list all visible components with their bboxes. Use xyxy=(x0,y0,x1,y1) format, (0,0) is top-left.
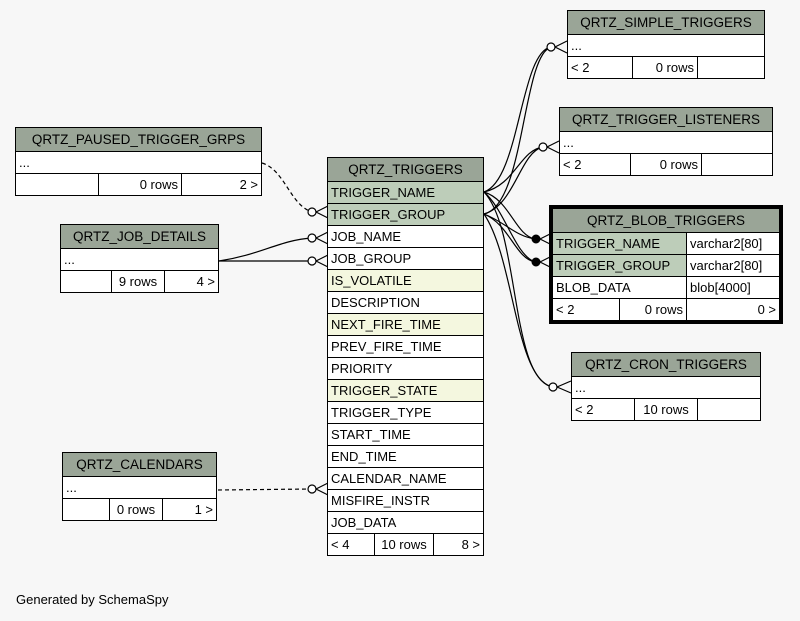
table-body: ... xyxy=(15,151,262,174)
row-count: 0 rows xyxy=(632,56,698,79)
column-job-name[interactable]: JOB_NAME xyxy=(327,225,484,248)
edge-triggers-blob-3 xyxy=(483,191,536,263)
column-calendar-name[interactable]: CALENDAR_NAME xyxy=(327,467,484,490)
table-title[interactable]: QRTZ_CRON_TRIGGERS xyxy=(571,352,761,377)
table-title[interactable]: QRTZ_PAUSED_TRIGGER_GRPS xyxy=(15,127,262,152)
crow-foot xyxy=(315,254,329,268)
table-body: ... xyxy=(567,34,765,57)
edge-calendars-triggers xyxy=(217,488,313,491)
table-body: ... xyxy=(571,376,761,399)
table-title[interactable]: QRTZ_JOB_DETAILS xyxy=(60,224,219,249)
edge-end-circle xyxy=(546,42,556,52)
column-type: blob[4000] xyxy=(686,276,782,299)
row-count: 9 rows xyxy=(111,270,165,293)
parents-count[interactable] xyxy=(60,270,112,293)
table-paused-trigger-grps[interactable]: QRTZ_PAUSED_TRIGGER_GRPS ... 0 rows 2 > xyxy=(15,127,262,196)
children-count[interactable]: 1 > xyxy=(162,498,217,521)
column-next-fire-time[interactable]: NEXT_FIRE_TIME xyxy=(327,313,484,336)
column-job-group[interactable]: JOB_GROUP xyxy=(327,247,484,270)
children-count[interactable] xyxy=(697,56,765,79)
parents-count[interactable]: < 2 xyxy=(550,298,620,323)
edge-end-circle xyxy=(538,142,548,152)
parents-count[interactable]: < 2 xyxy=(567,56,633,79)
edge-end-circle xyxy=(307,256,317,266)
column-description[interactable]: DESCRIPTION xyxy=(327,291,484,314)
column-trigger-type[interactable]: TRIGGER_TYPE xyxy=(327,401,484,424)
children-count[interactable] xyxy=(697,398,761,421)
row-count: 10 rows xyxy=(634,398,698,421)
crow-foot xyxy=(315,205,329,219)
table-blob-triggers[interactable]: QRTZ_BLOB_TRIGGERS TRIGGER_NAME varchar2… xyxy=(549,205,783,324)
edge-end-circle xyxy=(307,207,317,217)
parents-count[interactable]: < 4 xyxy=(327,533,375,556)
column-priority[interactable]: PRIORITY xyxy=(327,357,484,380)
table-job-details[interactable]: QRTZ_JOB_DETAILS ... 9 rows 4 > xyxy=(60,224,219,293)
edge-end-circle xyxy=(307,233,317,243)
edge-paused-triggers xyxy=(261,162,313,213)
generated-by-text: Generated by SchemaSpy xyxy=(16,592,169,607)
column-trigger-name[interactable]: TRIGGER_NAME xyxy=(327,181,484,204)
edge-end-circle-filled xyxy=(531,257,541,267)
column-trigger-group[interactable]: TRIGGER_GROUP xyxy=(550,254,687,277)
edge-triggers-simple-1 xyxy=(483,46,552,193)
table-body: ... xyxy=(62,476,217,499)
column-job-data[interactable]: JOB_DATA xyxy=(327,511,484,534)
table-title[interactable]: QRTZ_BLOB_TRIGGERS xyxy=(550,206,782,233)
table-title[interactable]: QRTZ_SIMPLE_TRIGGERS xyxy=(567,10,765,35)
table-body: ... xyxy=(60,248,219,271)
column-trigger-state[interactable]: TRIGGER_STATE xyxy=(327,379,484,402)
row-count: 10 rows xyxy=(374,533,434,556)
edge-end-circle-filled xyxy=(531,234,541,244)
table-triggers[interactable]: QRTZ_TRIGGERS TRIGGER_NAME TRIGGER_GROUP… xyxy=(327,157,484,556)
crow-foot xyxy=(315,482,329,496)
table-title[interactable]: QRTZ_CALENDARS xyxy=(62,452,217,477)
row-count: 0 rows xyxy=(98,173,182,196)
children-count[interactable]: 2 > xyxy=(181,173,262,196)
column-blob-data[interactable]: BLOB_DATA xyxy=(550,276,687,299)
column-prev-fire-time[interactable]: PREV_FIRE_TIME xyxy=(327,335,484,358)
edge-jobdetails-jobname xyxy=(218,237,313,262)
edge-triggers-blob-2 xyxy=(483,213,536,263)
column-type: varchar2[80] xyxy=(686,232,782,255)
edge-triggers-simple-2 xyxy=(483,46,552,215)
parents-count[interactable] xyxy=(15,173,99,196)
row-count: 0 rows xyxy=(109,498,163,521)
edge-end-circle xyxy=(548,382,558,392)
table-body: ... xyxy=(559,131,773,154)
children-count[interactable]: 8 > xyxy=(433,533,484,556)
edge-triggers-listeners-2 xyxy=(483,146,544,215)
children-count[interactable] xyxy=(701,153,773,176)
column-trigger-name[interactable]: TRIGGER_NAME xyxy=(550,232,687,255)
edge-triggers-cron-1 xyxy=(483,191,554,388)
crow-foot xyxy=(556,380,572,394)
edge-triggers-listeners-1 xyxy=(483,146,544,193)
parents-count[interactable]: < 2 xyxy=(559,153,631,176)
children-count[interactable]: 4 > xyxy=(164,270,219,293)
row-count: 0 rows xyxy=(630,153,702,176)
parents-count[interactable] xyxy=(62,498,110,521)
table-simple-triggers[interactable]: QRTZ_SIMPLE_TRIGGERS ... < 2 0 rows xyxy=(567,10,765,79)
table-trigger-listeners[interactable]: QRTZ_TRIGGER_LISTENERS ... < 2 0 rows xyxy=(559,107,773,176)
column-start-time[interactable]: START_TIME xyxy=(327,423,484,446)
children-count[interactable]: 0 > xyxy=(686,298,782,323)
edge-end-circle xyxy=(307,484,317,494)
column-misfire-instr[interactable]: MISFIRE_INSTR xyxy=(327,489,484,512)
edge-triggers-blob-1 xyxy=(483,191,536,240)
column-trigger-group[interactable]: TRIGGER_GROUP xyxy=(327,203,484,226)
table-title[interactable]: QRTZ_TRIGGER_LISTENERS xyxy=(559,107,773,132)
crow-foot xyxy=(315,231,329,245)
crow-foot xyxy=(554,40,568,54)
crow-foot xyxy=(546,140,560,154)
column-is-volatile[interactable]: IS_VOLATILE xyxy=(327,269,484,292)
column-end-time[interactable]: END_TIME xyxy=(327,445,484,468)
edge-triggers-blob-4 xyxy=(483,213,536,240)
parents-count[interactable]: < 2 xyxy=(571,398,635,421)
row-count: 0 rows xyxy=(619,298,687,323)
table-cron-triggers[interactable]: QRTZ_CRON_TRIGGERS ... < 2 10 rows xyxy=(571,352,761,421)
column-type: varchar2[80] xyxy=(686,254,782,277)
table-title[interactable]: QRTZ_TRIGGERS xyxy=(327,157,484,182)
edge-triggers-cron-2 xyxy=(483,213,554,388)
table-calendars[interactable]: QRTZ_CALENDARS ... 0 rows 1 > xyxy=(62,452,217,521)
